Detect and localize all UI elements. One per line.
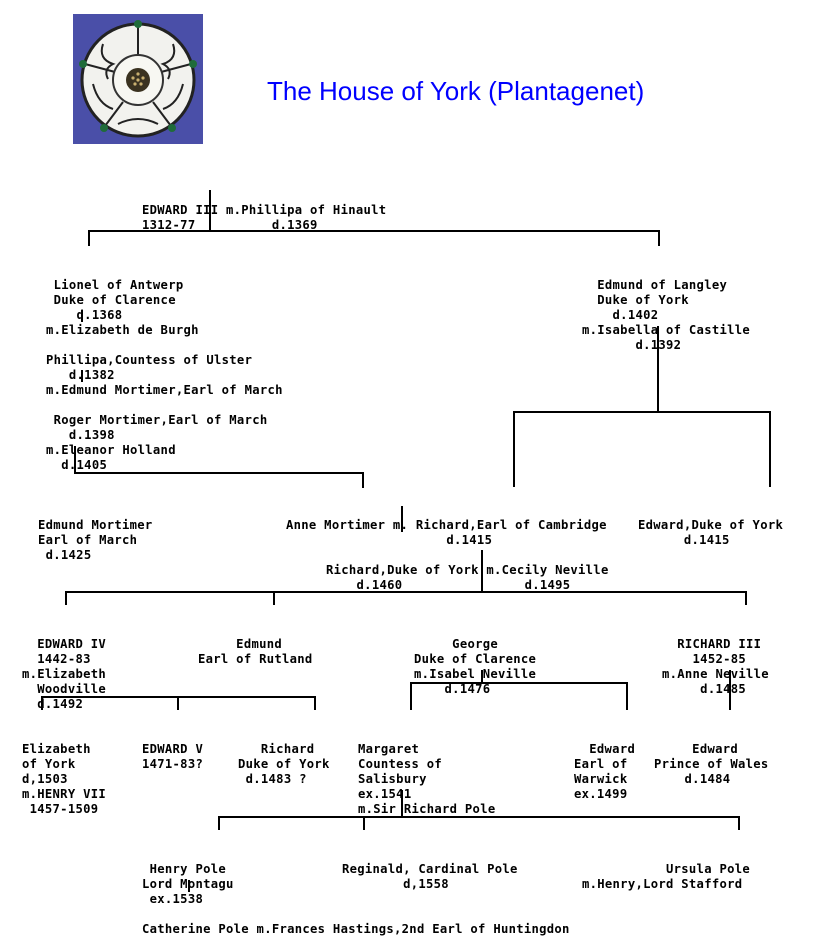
connector-line	[738, 816, 740, 830]
connector-line	[481, 550, 483, 592]
connector-line	[658, 230, 660, 246]
person-anne-mortimer-and-richard-of-cambridge: Anne Mortimer m. Richard,Earl of Cambrid…	[286, 518, 607, 547]
connector-line	[401, 790, 403, 817]
person-edward-duke-of-york: Edward,Duke of York d.1415	[638, 518, 784, 547]
connector-line	[188, 880, 190, 892]
connector-line	[273, 591, 275, 605]
connector-line	[74, 472, 364, 474]
connector-line	[626, 682, 628, 710]
connector-line	[657, 326, 659, 412]
page-title: The House of York (Plantagenet)	[267, 76, 645, 106]
connector-line	[81, 310, 83, 322]
connector-line	[88, 230, 90, 246]
connector-line	[769, 411, 771, 487]
connector-line	[410, 682, 628, 684]
connector-line	[363, 816, 365, 830]
connector-line	[362, 472, 364, 488]
connector-line	[218, 816, 220, 830]
connector-line	[65, 591, 67, 605]
connector-line	[401, 506, 403, 532]
connector-line	[745, 591, 747, 605]
connector-line	[481, 670, 483, 683]
connector-line	[88, 230, 660, 232]
connector-line	[65, 591, 747, 593]
connector-line	[81, 370, 83, 382]
connector-line	[41, 696, 43, 710]
connector-line	[177, 696, 179, 710]
person-lionel-of-antwerp: Lionel of Antwerp Duke of Clarence d.136…	[46, 278, 199, 337]
connector-line	[410, 682, 412, 710]
connector-line	[218, 816, 740, 818]
connector-line	[729, 670, 731, 710]
white-rose-of-york-icon	[73, 14, 203, 144]
connector-line	[513, 411, 515, 487]
connector-line	[314, 696, 316, 710]
person-richard-duke-of-york: Richard,Duke of York m.Cecily Neville d.…	[326, 563, 609, 592]
connector-line	[513, 411, 771, 413]
connector-line	[209, 190, 211, 231]
person-catherine-pole: Catherine Pole m.Frances Hastings,2nd Ea…	[142, 922, 570, 936]
person-reginald-cardinal-pole: Reginald, Cardinal Pole d,1558	[342, 862, 518, 891]
connector-line	[74, 446, 76, 474]
